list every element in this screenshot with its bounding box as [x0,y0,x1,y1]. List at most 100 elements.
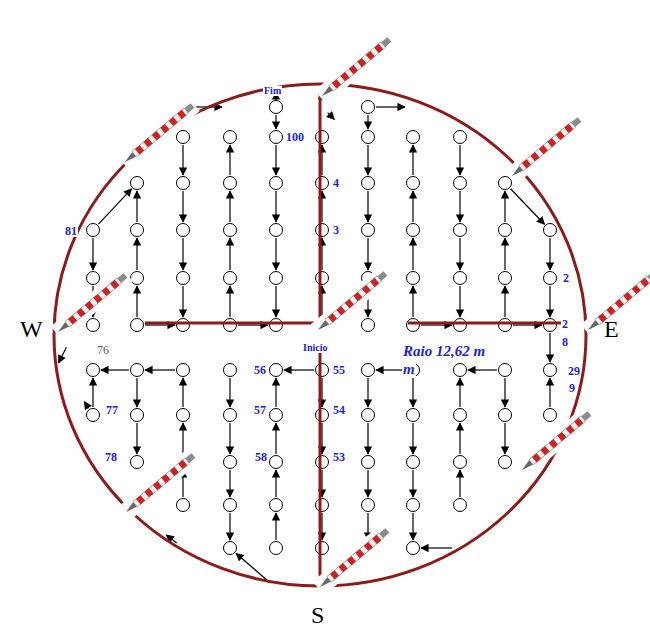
path-arrow [145,324,175,325]
callout-number: 3 [332,224,340,236]
pen-band [347,556,356,565]
path-arrow [412,470,413,497]
sampling-point [270,542,283,555]
pen-band [349,65,358,74]
path-arrow [321,191,322,222]
path-arrow [275,513,276,540]
pen-band [366,51,375,60]
pen-cap [379,528,389,538]
path-arrow [459,145,460,175]
pen-cap [377,271,387,281]
stake-markers [51,31,650,595]
callout-number: 57 [253,404,267,416]
pen-band [345,299,354,308]
pen-band [153,481,162,490]
path-arrow [412,145,413,175]
pen-band [135,145,144,154]
sampling-point [362,319,375,332]
sampling-point [270,131,283,144]
path-arrow [468,369,497,370]
pen-band [574,418,583,427]
pen-band [85,301,94,310]
path-arrow [275,145,276,175]
path-arrow [367,145,368,175]
path-arrow [412,378,413,407]
path-arrow [321,513,322,540]
pen-cap [647,271,650,281]
sampling-point [454,272,467,285]
pen-band [178,460,187,469]
sampling-point [270,499,283,512]
path-arrow [275,115,276,129]
path-arrow [459,378,460,407]
sampling-point [499,319,512,332]
pen-band [170,467,179,476]
sampling-point [499,272,512,285]
sampling-point [544,319,557,332]
pen-band [169,117,178,126]
compass-letter: W [20,317,43,341]
pen-band [623,292,632,301]
sampling-point [270,272,283,285]
sampling-point [177,499,190,512]
path-arrow [321,286,322,317]
sampling-point [454,131,467,144]
path-arrow [182,423,183,454]
sampling-point [224,177,237,190]
pen-cap [117,273,127,283]
path-arrow [376,106,405,107]
sampling-point [177,177,190,190]
sampling-point [544,224,557,237]
pen-band [530,152,539,161]
stake-pen [515,405,597,478]
path-arrow [367,470,368,497]
pen-band [93,294,102,303]
sampling-point [131,409,144,422]
point-label: Fim [263,86,282,96]
path-arrow [459,470,460,497]
sampling-point [499,224,512,237]
pen-cap [185,453,195,463]
path-arrow [229,238,230,270]
pen-band [556,131,565,140]
path-arrow [412,423,413,454]
path-arrow [275,238,276,270]
path-arrow [412,191,413,222]
pen-band [372,535,381,544]
callout-number: 76 [96,344,110,356]
sampling-point [270,101,283,114]
path-arrow [92,378,93,407]
path-arrow [145,369,175,370]
stake-pen [51,267,133,340]
pen-band [328,313,337,322]
pen-body [327,533,384,582]
path-arrow [367,191,368,222]
path-arrow [328,113,335,120]
path-arrow [321,378,322,407]
pen-band [152,131,161,140]
stake-pen [119,447,201,520]
path-arrow [275,286,276,317]
stake-pen [315,31,397,104]
sampling-point [270,456,283,469]
sampling-point [454,409,467,422]
callout-number: 55 [332,364,346,376]
pen-band [374,44,383,53]
dimension-label: m [402,362,416,377]
pen-band [76,308,85,317]
compass-letter: S [311,603,324,627]
path-arrow [84,402,88,409]
path-arrow [182,286,183,317]
sampling-point [316,456,329,469]
path-arrow [367,423,368,454]
sampling-point [131,177,144,190]
path-arrow [136,286,137,317]
pen-band [557,432,566,441]
sampling-point [224,456,237,469]
callout-number: 56 [253,364,267,376]
sampling-point [87,364,100,377]
path-arrow [459,238,460,270]
path-arrow [229,286,230,317]
sampling-point [407,409,420,422]
